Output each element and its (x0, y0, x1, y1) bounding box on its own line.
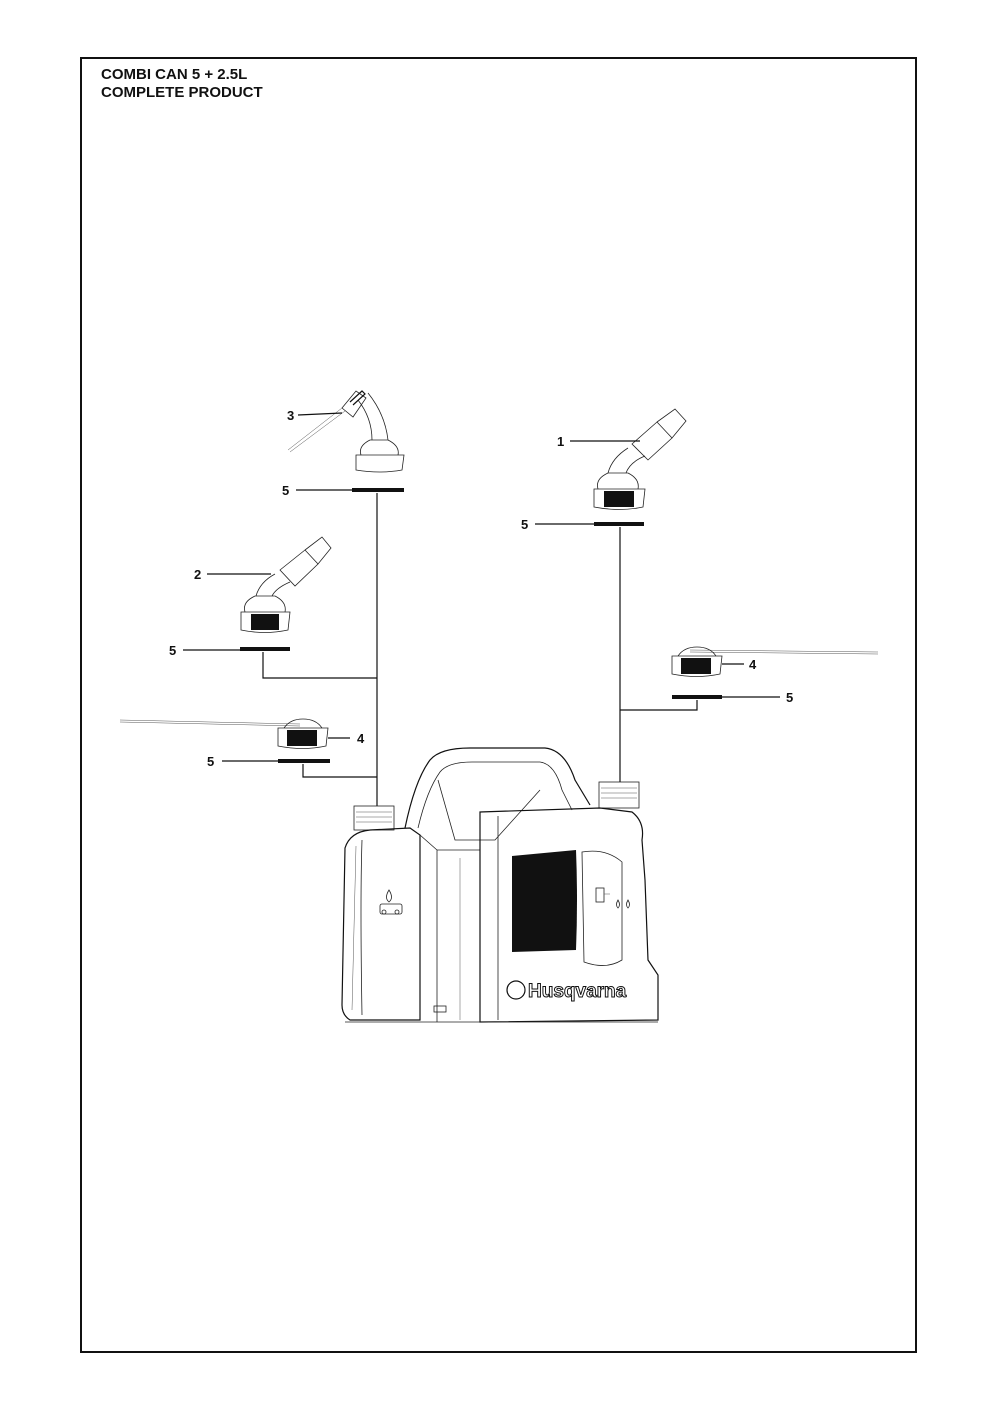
spout-part-3 (287, 390, 405, 473)
callout-2: 2 (194, 567, 201, 582)
spout-part-2 (240, 536, 332, 633)
drawing-frame (80, 57, 917, 1353)
assembly-leader-lines (262, 493, 698, 806)
callout-5-d: 5 (207, 754, 214, 769)
page-title: COMBI CAN 5 + 2.5L COMPLETE PRODUCT (101, 66, 263, 102)
title-line-1: COMBI CAN 5 + 2.5L (101, 66, 248, 83)
callout-5-a: 5 (282, 483, 289, 498)
cap-part-4-right (671, 646, 879, 677)
title-line-2: COMPLETE PRODUCT (101, 84, 263, 101)
callout-1: 1 (557, 434, 564, 449)
brand-logo-husqvarna: Husqvarna (528, 981, 627, 1002)
callout-5-e: 5 (786, 690, 793, 705)
spout-part-1 (593, 408, 687, 510)
callout-5-b: 5 (521, 517, 528, 532)
callout-4-left: 4 (357, 731, 365, 746)
callout-4-right: 4 (749, 657, 757, 672)
cap-part-4-left (119, 718, 329, 749)
callout-5-c: 5 (169, 643, 176, 658)
combi-can-body: Husqvarna (341, 747, 659, 1023)
callout-3: 3 (287, 408, 294, 423)
callout-leaders (183, 412, 780, 762)
